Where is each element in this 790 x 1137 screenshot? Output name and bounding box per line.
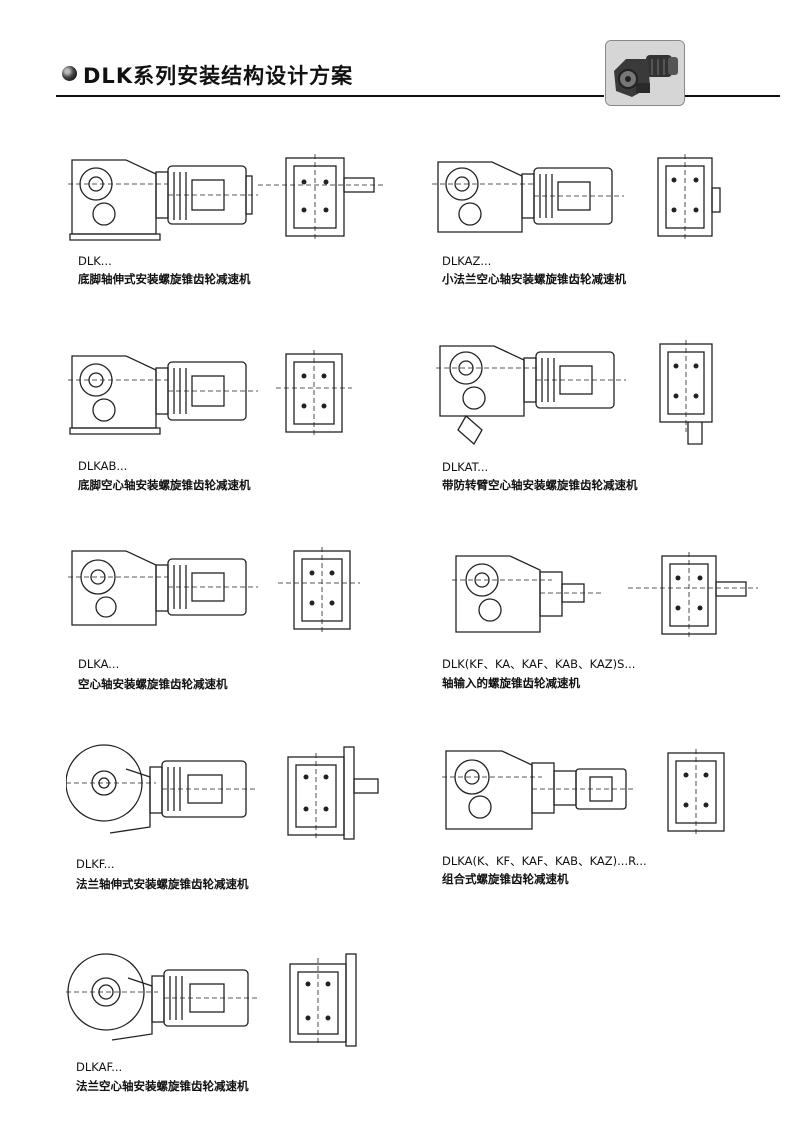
title-bullet-icon xyxy=(62,66,77,81)
item-description: 空心轴安装螺旋锥齿轮减速机 xyxy=(78,677,228,691)
item-code: DLKF... xyxy=(76,857,115,871)
product-item-dlk: DLK... 底脚轴伸式安装螺旋锥齿轮减速机 xyxy=(68,150,398,320)
product-item-dlkaf: DLKAF... 法兰空心轴安装螺旋锥齿轮减速机 xyxy=(66,948,396,1118)
dlk-s-drawing xyxy=(452,552,758,640)
item-description: 底脚轴伸式安装螺旋锥齿轮减速机 xyxy=(78,272,251,286)
item-code: DLKAZ... xyxy=(442,254,492,268)
page-header: DLK系列安装结构设计方案 xyxy=(0,0,790,110)
item-code: DLKA... xyxy=(78,657,120,671)
dlka-r-drawing xyxy=(442,749,725,837)
product-item-dlk-s: DLK(KF、KA、KAF、KAB、KAZ)S... 轴输入的螺旋锥齿轮减速机 xyxy=(432,548,762,718)
header-rule-right xyxy=(684,95,780,97)
gearmotor-thumbnail-image xyxy=(605,40,685,106)
item-description: 轴输入的螺旋锥齿轮减速机 xyxy=(442,676,580,690)
product-item-dlkf: DLKF... 法兰轴伸式安装螺旋锥齿轮减速机 xyxy=(66,743,396,913)
item-description: 底脚空心轴安装螺旋锥齿轮减速机 xyxy=(78,478,251,492)
product-item-dlka-r: DLKA(K、KF、KAF、KAB、KAZ)...R... 组合式螺旋锥齿轮减速… xyxy=(432,745,762,915)
item-description: 法兰空心轴安装螺旋锥齿轮减速机 xyxy=(76,1079,249,1093)
product-item-dlkab: DLKAB... 底脚空心轴安装螺旋锥齿轮减速机 xyxy=(68,348,398,518)
dlka-drawing xyxy=(68,547,360,635)
item-code: DLKA(K、KF、KAF、KAB、KAZ)...R... xyxy=(442,854,647,868)
product-item-dlka: DLKA... 空心轴安装螺旋锥齿轮减速机 xyxy=(68,545,398,715)
item-code: DLKAF... xyxy=(76,1060,123,1074)
dlkab-drawing xyxy=(68,350,352,438)
dlkf-drawing xyxy=(66,744,379,841)
item-description: 小法兰空心轴安装螺旋锥齿轮减速机 xyxy=(442,272,626,286)
header-rule-left xyxy=(56,95,604,97)
product-item-dlkaz: DLKAZ... 小法兰空心轴安装螺旋锥齿轮减速机 xyxy=(432,150,762,320)
item-description: 法兰轴伸式安装螺旋锥齿轮减速机 xyxy=(76,877,249,891)
product-item-dlkat: DLKAT... 带防转臂空心轴安装螺旋锥齿轮减速机 xyxy=(432,340,762,510)
dlk-drawing xyxy=(68,154,384,241)
dlkaf-drawing xyxy=(66,953,357,1047)
dlkat-drawing xyxy=(436,340,713,446)
dlkaz-drawing xyxy=(432,154,721,240)
item-code: DLKAB... xyxy=(78,459,128,473)
item-description: 带防转臂空心轴安装螺旋锥齿轮减速机 xyxy=(442,478,638,492)
item-code: DLK... xyxy=(78,254,112,268)
item-code: DLK(KF、KA、KAF、KAB、KAZ)S... xyxy=(442,657,636,671)
item-description: 组合式螺旋锥齿轮减速机 xyxy=(442,872,569,886)
item-code: DLKAT... xyxy=(442,460,489,474)
page-title: DLK系列安装结构设计方案 xyxy=(83,64,354,88)
